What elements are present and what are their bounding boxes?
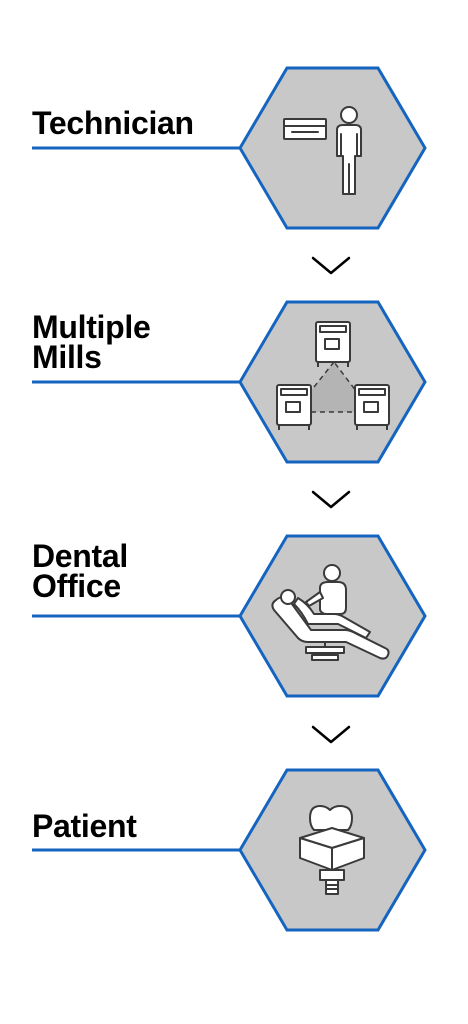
step-dental-office — [32, 534, 427, 698]
step-label-dental-office: Dental Office — [32, 538, 128, 604]
mills-icon — [276, 321, 390, 430]
step-label-multiple-mills: Multiple Mills — [32, 309, 151, 375]
step-hexagon — [238, 66, 427, 230]
step-label-line: Mills — [32, 339, 102, 375]
step-label-line: Patient — [32, 808, 137, 844]
step-technician — [32, 66, 427, 230]
step-label-line: Technician — [32, 105, 194, 141]
step-label-line: Office — [32, 568, 121, 604]
dental-chair-icon — [271, 564, 390, 661]
step-label-technician: Technician — [32, 105, 194, 141]
technician-icon — [283, 106, 362, 195]
tooth-implant-icon — [299, 805, 365, 895]
chevron-down-icon — [311, 256, 351, 275]
chevron-down-icon — [311, 725, 351, 744]
step-patient — [32, 768, 427, 932]
step-label-patient: Patient — [32, 808, 137, 844]
step-label-line: Multiple — [32, 309, 151, 345]
chevron-down-icon — [311, 490, 351, 509]
step-label-line: Dental — [32, 538, 128, 574]
step-multiple-mills — [32, 300, 427, 464]
